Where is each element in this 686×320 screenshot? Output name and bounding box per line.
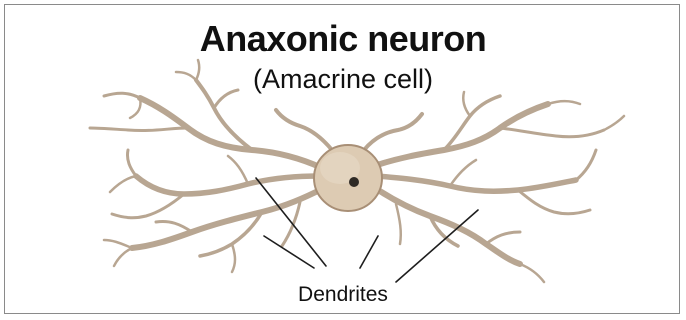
dendrite-right-mid-branch1	[518, 190, 590, 214]
dendrite-left-lower-branch2	[156, 221, 192, 232]
dendrite-right-lower-branch2	[486, 232, 520, 244]
dendrite-right-upper-branch2	[500, 128, 604, 137]
leader-line-3	[360, 236, 378, 268]
dendrite-right-lower-branch3	[520, 264, 544, 282]
dendrite-right-upper	[374, 104, 548, 166]
dendrite-right-upper-branch5	[604, 116, 624, 130]
dendrite-left-mid-branch2	[127, 150, 136, 176]
dendrite-right-upper-branch3	[548, 101, 580, 104]
dendrite-top-left	[276, 110, 332, 150]
dendrite-left-upper-branch4	[214, 90, 238, 108]
dendrite-left-mid-branch3	[110, 176, 136, 192]
dendrite-left-lower-branch3	[114, 248, 132, 266]
dendrite-left-lower-branch4	[104, 240, 132, 248]
dendrite-left-upper-branch2	[90, 128, 188, 131]
dendrite-left-upper-branch5	[130, 98, 141, 118]
dendrite-left-upper-branch3	[104, 93, 140, 98]
dendrite-right-mid-branch2	[576, 150, 596, 180]
dendrite-right-lower	[372, 186, 520, 264]
dendrite-right-mid-branch3	[450, 160, 476, 186]
dendrite-left-upper-branch7	[196, 60, 199, 80]
dendrite-right-mid	[376, 176, 576, 191]
dendrite-left-lower-branch6	[282, 202, 300, 246]
dendrite-left-mid-branch4	[228, 156, 248, 184]
dendrite-left-mid	[136, 176, 320, 194]
dendrite-left-lower-branch5	[232, 244, 235, 272]
dendrite-left-mid-branch1	[112, 194, 184, 218]
dendrite-top-right	[364, 114, 422, 150]
nucleus	[349, 177, 359, 187]
dendrite-right-lower-branch4	[396, 204, 401, 244]
dendrite-left-upper-branch6	[176, 72, 196, 80]
dendrite-right-upper-branch4	[463, 92, 470, 116]
soma	[314, 145, 382, 211]
dendrites-label: Dendrites	[0, 283, 686, 307]
